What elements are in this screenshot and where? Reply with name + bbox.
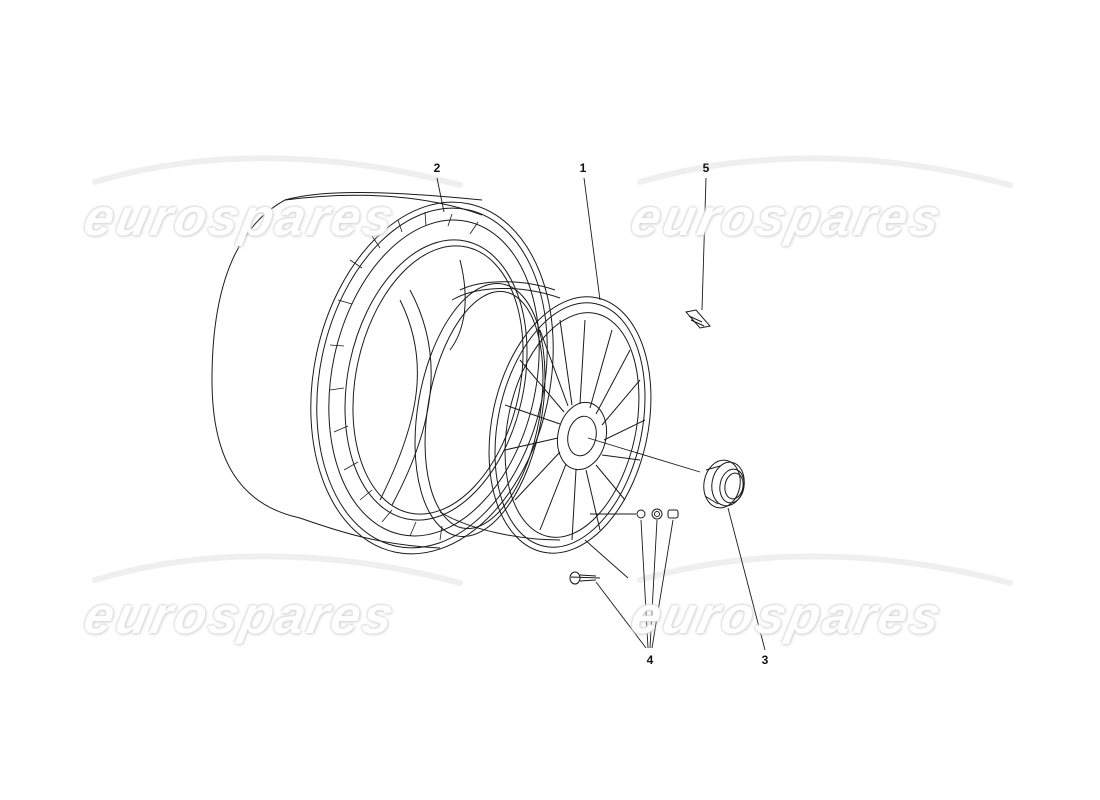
callout-wheel-rim: 1 xyxy=(579,161,587,175)
callout-tyre: 2 xyxy=(433,161,441,175)
callout-center-lock-nut: 3 xyxy=(761,653,769,667)
valve-and-fasteners xyxy=(569,508,679,585)
center-lock-nut xyxy=(703,459,745,509)
watermark-logo: eurospares xyxy=(78,189,402,247)
watermark-logo: eurospares xyxy=(78,587,402,645)
watermark-logo: eurospares xyxy=(625,587,949,645)
watermark-logo: eurospares xyxy=(625,189,949,247)
leader-lines xyxy=(436,177,766,651)
wheel-rim xyxy=(414,281,652,554)
watermark-swooshes xyxy=(92,155,1013,586)
callout-badge-clip: 5 xyxy=(702,161,710,175)
small-badge-clip xyxy=(685,309,711,329)
tyre xyxy=(211,192,554,555)
callout-valve-fasteners: 4 xyxy=(646,653,654,667)
